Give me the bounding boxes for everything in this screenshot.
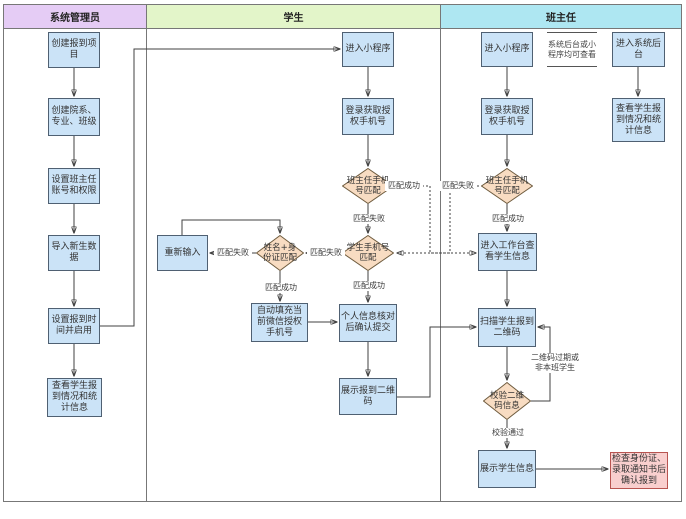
node-label: 登录获取授权手机号 bbox=[345, 105, 391, 127]
edge-td1-fail-to-d2 bbox=[397, 185, 483, 253]
node-label: 展示报到二维码 bbox=[341, 385, 396, 407]
node-label: 创建报到项目 bbox=[51, 39, 97, 60]
note-backend-or-mini: 系统后台或小程序均可查看 bbox=[547, 32, 597, 67]
decision-teacher-phone-match-student: 班主任手机号匹配 bbox=[342, 168, 394, 204]
edge-label-match-fail-d1: 匹配失败 bbox=[350, 214, 388, 224]
node-label: 查看学生报到情况和统计信息 bbox=[615, 103, 661, 136]
node-label: 重新输入 bbox=[164, 247, 201, 258]
node-create-project: 创建报到项目 bbox=[48, 32, 100, 68]
node-set-teacher-account: 设置班主任账号和权限 bbox=[48, 168, 100, 204]
lane-title: 班主任 bbox=[546, 13, 576, 24]
node-teacher-login: 登录获取授权手机号 bbox=[481, 98, 533, 135]
node-label: 进入系统后台 bbox=[615, 38, 661, 60]
node-reenter: 重新输入 bbox=[157, 235, 208, 271]
node-autofill-phone: 自动填充当前微信授权手机号 bbox=[251, 303, 308, 342]
lane-header-teacher: 班主任 bbox=[441, 5, 681, 29]
node-label: 导入新生数据 bbox=[51, 242, 97, 263]
node-label: 个人信息核对后确认提交 bbox=[341, 312, 396, 333]
node-student-login: 登录获取授权手机号 bbox=[342, 98, 394, 135]
edge-label-match-fail-td1: 匹配失败 bbox=[439, 181, 477, 191]
node-label: 扫描学生报到二维码 bbox=[480, 316, 535, 338]
node-label: 班主任手机号匹配 bbox=[485, 176, 529, 196]
node-teacher-enter-mini: 进入小程序 bbox=[481, 32, 533, 67]
node-enter-backend: 进入系统后台 bbox=[612, 32, 665, 67]
node-show-qr: 展示报到二维码 bbox=[339, 378, 397, 415]
edge-label-qr-expired: 二维码过期或非本班学生 bbox=[530, 353, 580, 373]
node-label: 设置班主任账号和权限 bbox=[51, 175, 97, 196]
node-label: 检查身份证、录取通知书后确认报到 bbox=[612, 454, 667, 486]
edge-settime-to-student-mini bbox=[100, 49, 340, 327]
node-workbench: 进入工作台查看学生信息 bbox=[478, 233, 537, 271]
node-confirm-submit: 个人信息核对后确认提交 bbox=[339, 304, 397, 342]
lane-header-admin: 系统管理员 bbox=[4, 5, 147, 29]
lane-title: 学生 bbox=[283, 13, 304, 24]
node-set-time-enable: 设置报到时间并启用 bbox=[48, 308, 100, 344]
edge-label-match-success-d1: 匹配成功 bbox=[385, 181, 423, 191]
edge-label-match-fail-d2: 匹配失败 bbox=[307, 248, 345, 258]
node-label: 展示学生信息 bbox=[480, 463, 535, 474]
decision-teacher-phone-match: 班主任手机号匹配 bbox=[481, 168, 533, 204]
edge-reenter-loop-to-d3 bbox=[181, 219, 280, 235]
lane-header-student: 学生 bbox=[147, 5, 441, 29]
note-label: 系统后台或小程序均可查看 bbox=[548, 39, 596, 59]
node-label: 学生手机号匹配 bbox=[346, 243, 390, 263]
edge-label-verify-pass: 校验通过 bbox=[489, 428, 527, 438]
edge-qr-to-scan bbox=[397, 327, 476, 398]
lane-title: 系统管理员 bbox=[50, 13, 100, 24]
decision-name-id-match: 姓名+身份证匹配 bbox=[256, 235, 304, 271]
edge-label-match-success-td1: 匹配成功 bbox=[489, 214, 527, 224]
node-label: 查看学生报到情况和统计信息 bbox=[51, 381, 97, 413]
node-label: 进入小程序 bbox=[484, 44, 530, 54]
node-label: 进入工作台查看学生信息 bbox=[480, 241, 535, 262]
decision-verify-qr: 校验二维码信息 bbox=[483, 382, 531, 420]
edge-label-match-success-d3: 匹配成功 bbox=[262, 283, 300, 293]
node-label: 进入小程序 bbox=[345, 44, 391, 54]
edge-label-match-fail-d3: 匹配失败 bbox=[214, 248, 252, 258]
node-label: 创建院系、专业、班级 bbox=[51, 106, 97, 127]
node-teacher-view-stats: 查看学生报到情况和统计信息 bbox=[612, 98, 665, 142]
node-create-org: 创建院系、专业、班级 bbox=[48, 98, 100, 136]
node-label: 班主任手机号匹配 bbox=[346, 176, 390, 196]
lane-divider-2 bbox=[440, 29, 441, 501]
edge-d1-success-to-workbench bbox=[394, 185, 476, 253]
node-label: 校验二维码信息 bbox=[489, 391, 524, 411]
decision-student-phone-match: 学生手机号匹配 bbox=[342, 235, 394, 271]
node-admin-view-stats: 查看学生报到情况和统计信息 bbox=[47, 378, 102, 417]
node-label: 自动填充当前微信授权手机号 bbox=[256, 306, 302, 338]
node-scan-qr: 扫描学生报到二维码 bbox=[478, 308, 536, 347]
edge-label-match-success-d2: 匹配成功 bbox=[350, 281, 388, 291]
node-label: 姓名+身份证匹配 bbox=[262, 243, 297, 263]
node-label: 登录获取授权手机号 bbox=[484, 105, 530, 127]
lane-divider-1 bbox=[146, 29, 147, 501]
node-label: 设置报到时间并启用 bbox=[51, 315, 97, 336]
node-import-students: 导入新生数据 bbox=[48, 235, 100, 271]
node-student-enter-mini: 进入小程序 bbox=[342, 32, 394, 67]
node-show-student-info: 展示学生信息 bbox=[478, 450, 536, 488]
node-check-id-confirm: 检查身份证、录取通知书后确认报到 bbox=[610, 452, 668, 489]
